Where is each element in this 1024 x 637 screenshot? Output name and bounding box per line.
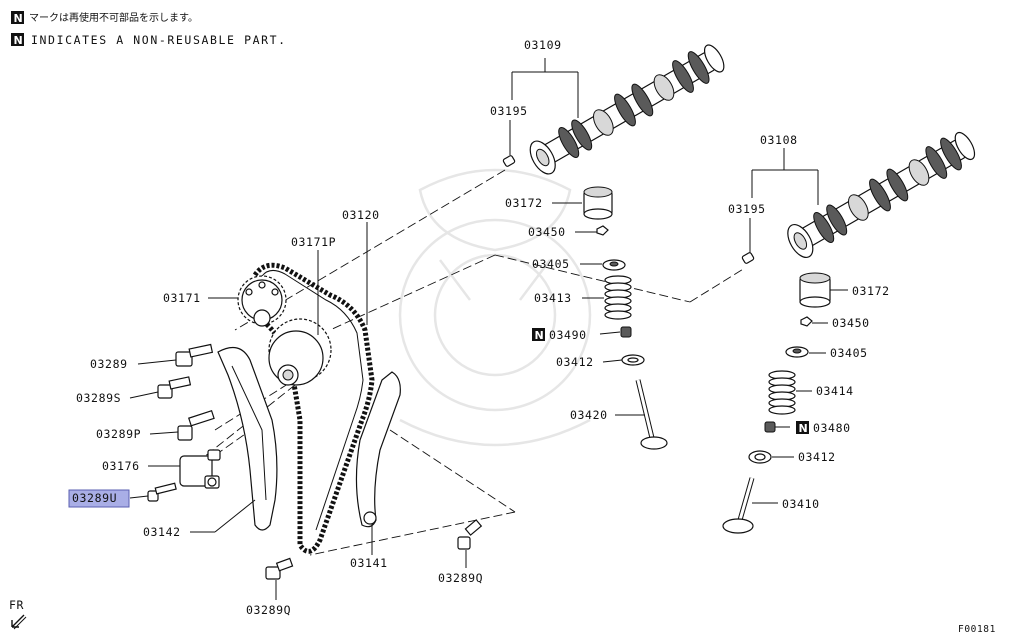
label-03289S: 03289S bbox=[76, 391, 121, 405]
label-03120: 03120 bbox=[342, 208, 380, 222]
figure-id: F00181 bbox=[958, 624, 996, 635]
non-reusable-badge-icon bbox=[11, 33, 24, 46]
valve-stem-seal-left bbox=[620, 326, 632, 338]
label-03108: 03108 bbox=[760, 133, 798, 147]
spring-seat-left bbox=[621, 354, 645, 366]
chain-guide bbox=[217, 346, 278, 531]
valve-lifter-right bbox=[799, 272, 831, 308]
retainer-lock-right bbox=[800, 316, 813, 327]
timing-chain bbox=[252, 262, 375, 554]
label-03195-left: 03195 bbox=[490, 104, 528, 118]
leader-lines bbox=[129, 58, 848, 600]
label-03420: 03420 bbox=[570, 408, 608, 422]
non-reusable-badge-icon bbox=[532, 328, 545, 341]
bolt-03289U bbox=[147, 482, 177, 502]
dowel-pin-right bbox=[741, 252, 755, 264]
camshaft-intake bbox=[787, 131, 976, 258]
label-03412-right: 03412 bbox=[798, 450, 836, 464]
highlight-03289U[interactable] bbox=[68, 489, 130, 508]
bolt-03289Q-lower bbox=[265, 557, 294, 580]
label-03405-right: 03405 bbox=[830, 346, 868, 360]
vvt-sprocket bbox=[268, 318, 332, 386]
exhaust-cam-sprocket bbox=[237, 275, 287, 327]
notice-badge-text: N bbox=[14, 34, 23, 47]
label-03109: 03109 bbox=[524, 38, 562, 52]
bolt-03289S bbox=[157, 376, 192, 399]
label-03480: 03480 bbox=[813, 421, 851, 435]
non-reusable-badge-icon bbox=[796, 421, 809, 434]
label-03412-left: 03412 bbox=[556, 355, 594, 369]
spring-retainer-right bbox=[785, 346, 809, 358]
label-03289U[interactable]: 03289U bbox=[72, 491, 117, 505]
notice-japanese: マークは再使用不可部品を示します。 bbox=[29, 11, 198, 24]
label-03176: 03176 bbox=[102, 459, 140, 473]
label-03195-right: 03195 bbox=[728, 202, 766, 216]
non-reusable-badge-icon bbox=[11, 11, 24, 24]
front-arrow-icon bbox=[11, 614, 27, 630]
label-03289: 03289 bbox=[90, 357, 128, 371]
camshaft-exhaust bbox=[529, 44, 725, 175]
footer: FR F00181 bbox=[9, 598, 996, 635]
watermark-emblem bbox=[398, 168, 592, 447]
intake-valve bbox=[722, 477, 755, 534]
bolt-03289P bbox=[177, 410, 215, 441]
label-03142: 03142 bbox=[143, 525, 181, 539]
front-direction-label: FR bbox=[9, 598, 24, 612]
label-03289Q-lower: 03289Q bbox=[246, 603, 291, 617]
valve-lifter-left bbox=[583, 186, 613, 220]
label-03141: 03141 bbox=[350, 556, 388, 570]
notice-badge-text: N bbox=[14, 12, 23, 25]
bolt-03289 bbox=[175, 343, 214, 367]
label-03172-left: 03172 bbox=[505, 196, 543, 210]
retainer-lock-left bbox=[596, 225, 609, 236]
label-03450-left: 03450 bbox=[528, 225, 566, 239]
exhaust-valve bbox=[635, 379, 668, 450]
label-03405-left: 03405 bbox=[532, 257, 570, 271]
spring-seat-right bbox=[748, 450, 772, 464]
label-03410: 03410 bbox=[782, 497, 820, 511]
valve-spring-right bbox=[768, 370, 796, 415]
valve-stem-seal-right bbox=[764, 421, 776, 433]
part-labels: 03109 03195 03108 03195 03172 03172 0345… bbox=[68, 38, 890, 617]
label-03289Q-right: 03289Q bbox=[438, 571, 483, 585]
chain-tensioner bbox=[179, 449, 221, 489]
label-03171P: 03171P bbox=[291, 235, 336, 249]
dowel-pin-left bbox=[502, 155, 516, 167]
badge-03490: N bbox=[535, 329, 544, 342]
label-03171: 03171 bbox=[163, 291, 201, 305]
label-03289P: 03289P bbox=[96, 427, 141, 441]
notice-english: INDICATES A NON-REUSABLE PART. bbox=[31, 33, 287, 47]
badge-03480: N bbox=[799, 422, 808, 435]
tensioner-lever bbox=[355, 371, 401, 528]
valve-spring-left bbox=[604, 275, 632, 320]
label-03490: 03490 bbox=[549, 328, 587, 342]
bolt-03289Q-right bbox=[457, 519, 483, 550]
label-03414: 03414 bbox=[816, 384, 854, 398]
label-03413: 03413 bbox=[534, 291, 572, 305]
label-03450-right: 03450 bbox=[832, 316, 870, 330]
non-reusable-notice: N マークは再使用不可部品を示します。 N INDICATES A NON-RE… bbox=[11, 11, 287, 47]
label-03172-right: 03172 bbox=[852, 284, 890, 298]
spring-retainer-left bbox=[602, 259, 626, 271]
